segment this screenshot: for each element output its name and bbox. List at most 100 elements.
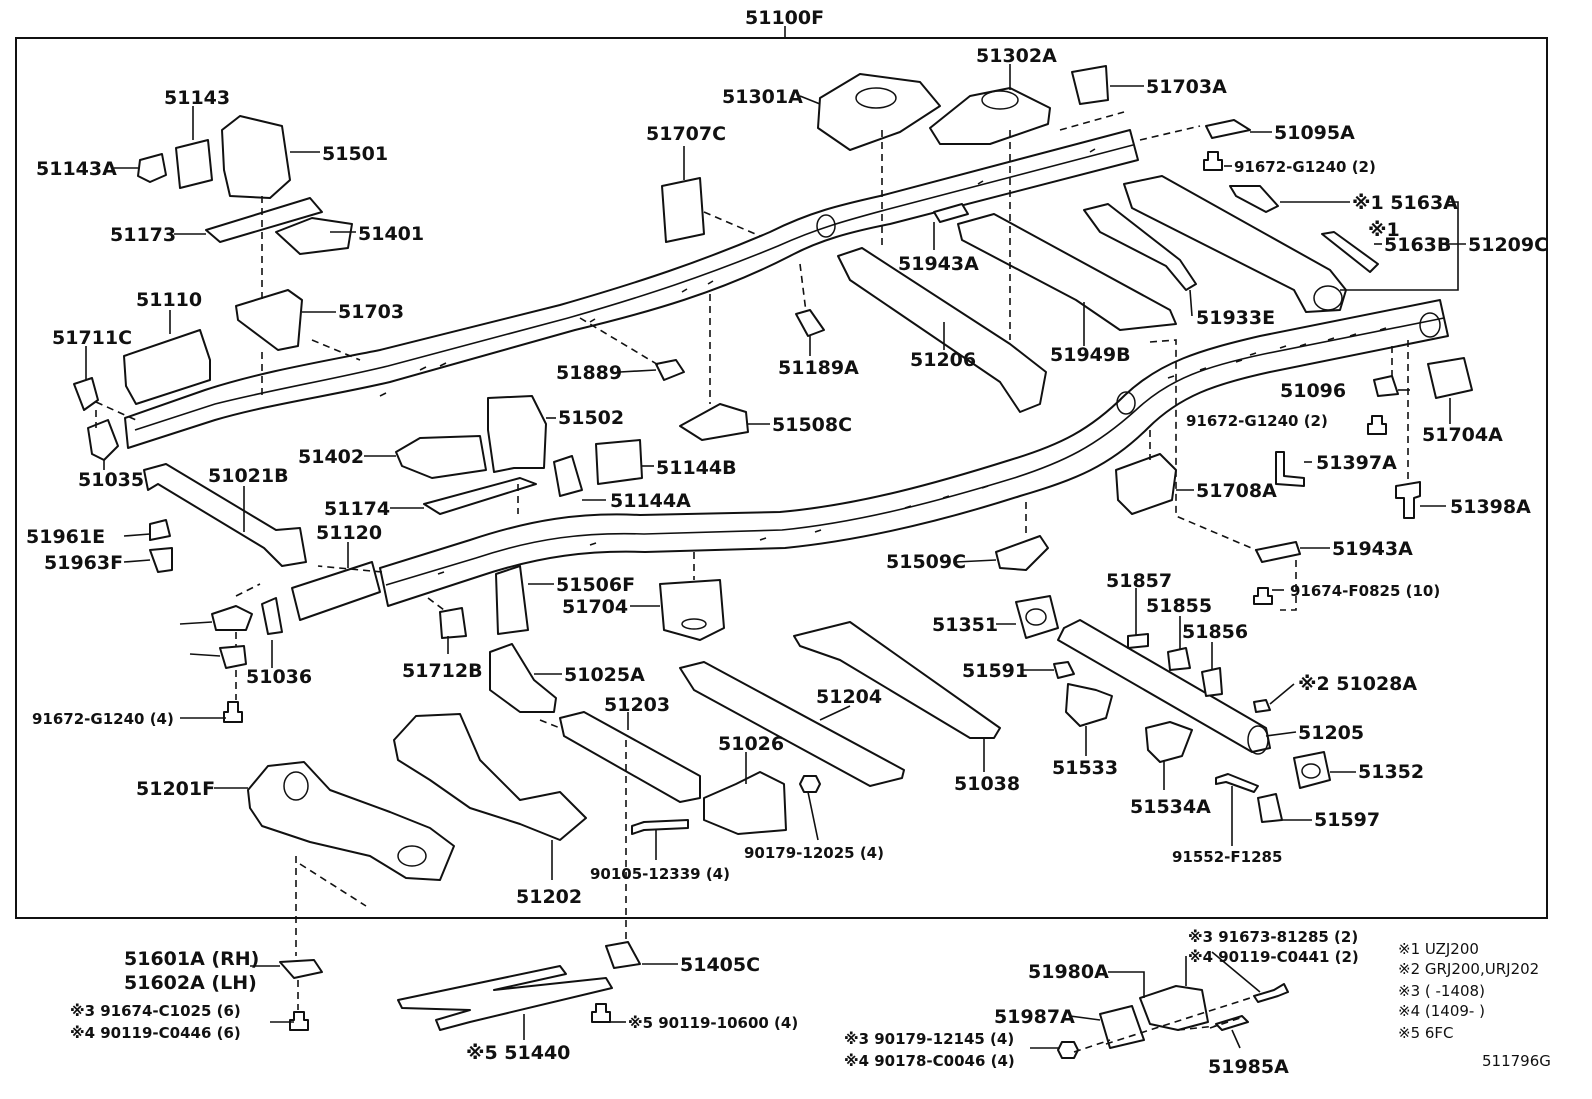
note-line: ※5 6FC (1398, 1024, 1454, 1042)
label: 51509C (886, 551, 966, 573)
note-line: ※1 UZJ200 (1398, 940, 1479, 958)
bolt-91552-F1285 (1215, 773, 1259, 793)
part-51209C-crossmember (1123, 175, 1347, 313)
part-51173-shape (205, 197, 323, 243)
lower-rail-end-hole (1419, 312, 1441, 338)
label: 51943A (1332, 538, 1413, 560)
label: 51707C (646, 123, 726, 145)
label: 51035 (78, 469, 144, 491)
bolt-91672-G1240-4 (223, 701, 243, 723)
label: 51202 (516, 886, 582, 908)
label: 51351 (932, 614, 998, 636)
part-51202-shape (393, 713, 587, 841)
part-51143-shape (175, 139, 213, 189)
part-5163A-shape (1229, 185, 1279, 213)
lower-rail-hole (1116, 391, 1136, 415)
label: ※5 51440 (466, 1042, 570, 1064)
part-51501-shape (221, 115, 291, 199)
rail-slots (379, 148, 1387, 575)
label: 51856 (1182, 621, 1248, 643)
part-51025A-shape (489, 643, 557, 713)
label: 5163B (1384, 234, 1451, 256)
label: 51502 (558, 407, 624, 429)
nut-90179-12145 (1057, 1041, 1079, 1059)
label: ※4 90119-C0446 (6) (70, 1024, 241, 1042)
label: 51143A (36, 158, 117, 180)
part-51943A-upper-shape (933, 203, 969, 223)
label: 51120 (316, 522, 382, 544)
lower-rail-flange (385, 317, 1445, 586)
part-51711C-shape (73, 377, 99, 411)
part-51038-shape (793, 621, 1001, 739)
label: 91552-F1285 (1172, 848, 1282, 866)
label: 51508C (772, 414, 852, 436)
label: 51889 (556, 362, 622, 384)
part-51026-shape (703, 771, 787, 835)
part-51402-shape (395, 435, 487, 479)
upper-rail-hole (816, 214, 836, 238)
part-51201F-shape (247, 761, 455, 881)
part-51405C-shape (605, 941, 641, 969)
upper-rail-flange (134, 144, 1134, 431)
label: 51405C (680, 954, 760, 976)
label: 90179-12025 (4) (744, 844, 884, 862)
part-51534A-shape (1145, 721, 1193, 763)
label: 51205 (1298, 722, 1364, 744)
part-51302A-shape (929, 87, 1051, 145)
label: 51704A (1422, 424, 1503, 446)
part-51704-hole (681, 618, 707, 630)
part-51204-shape (679, 661, 905, 787)
label: 51949B (1050, 344, 1131, 366)
label: 51144A (610, 490, 691, 512)
part-51502-shape (487, 395, 547, 473)
part-51203-shape (559, 711, 701, 803)
part-51963F-2-shape (219, 645, 247, 669)
label: 51301A (722, 86, 803, 108)
part-51401-shape (275, 217, 353, 255)
part-51704A-shape (1427, 357, 1473, 399)
label: 51144B (656, 457, 737, 479)
part-51943A-lower-shape (1255, 541, 1301, 563)
label: ※4 90178-C0046 (4) (844, 1052, 1015, 1070)
part-51591-shape (1053, 661, 1075, 679)
part-51961E-2-shape (211, 605, 253, 631)
part-51301A-shape (817, 73, 941, 151)
bolt-91673-81285 (1253, 983, 1289, 1003)
part-51712B-shape (439, 607, 467, 639)
part-51703-shape (235, 289, 303, 351)
label: 51402 (298, 446, 364, 468)
label: 51174 (324, 498, 390, 520)
label: 51143 (164, 87, 230, 109)
label: 51036 (246, 666, 312, 688)
label: 51506F (556, 574, 635, 596)
label: 51963F (44, 552, 123, 574)
part-51035-shape (87, 419, 119, 461)
label: 51201F (136, 778, 215, 800)
part-5163B-shape (1321, 231, 1379, 273)
label: ※3 91674-C1025 (6) (70, 1002, 241, 1020)
label: 51096 (1280, 380, 1346, 402)
label: ※3 90179-12145 (4) (844, 1030, 1014, 1048)
part-51857-shape (1127, 633, 1149, 649)
label: 51602A (LH) (124, 972, 257, 994)
part-51189A-shape (795, 309, 825, 337)
bolt-91674-F0825 (1253, 587, 1273, 605)
label: 51708A (1196, 480, 1277, 502)
label: 51173 (110, 224, 176, 246)
part-51933E-shape (1083, 203, 1197, 291)
label: 51591 (962, 660, 1028, 682)
figure-id: 511796G (1482, 1052, 1551, 1070)
part-51352-hole (1301, 763, 1321, 779)
part-51949B-shape (957, 213, 1177, 331)
part-labels: 51143 51143A 51501 51173 51401 51110 517… (26, 45, 1548, 1078)
bolt-51985A (1215, 1015, 1249, 1031)
label: ※2 51028A (1298, 673, 1417, 695)
part-51508C-shape (679, 403, 749, 441)
label: 51985A (1208, 1056, 1289, 1078)
label: 51533 (1052, 757, 1118, 779)
label: 51704 (562, 596, 628, 618)
part-51174-shape (423, 477, 537, 515)
part-51987A-shape (1099, 1005, 1145, 1049)
part-51110-shape (123, 329, 211, 405)
